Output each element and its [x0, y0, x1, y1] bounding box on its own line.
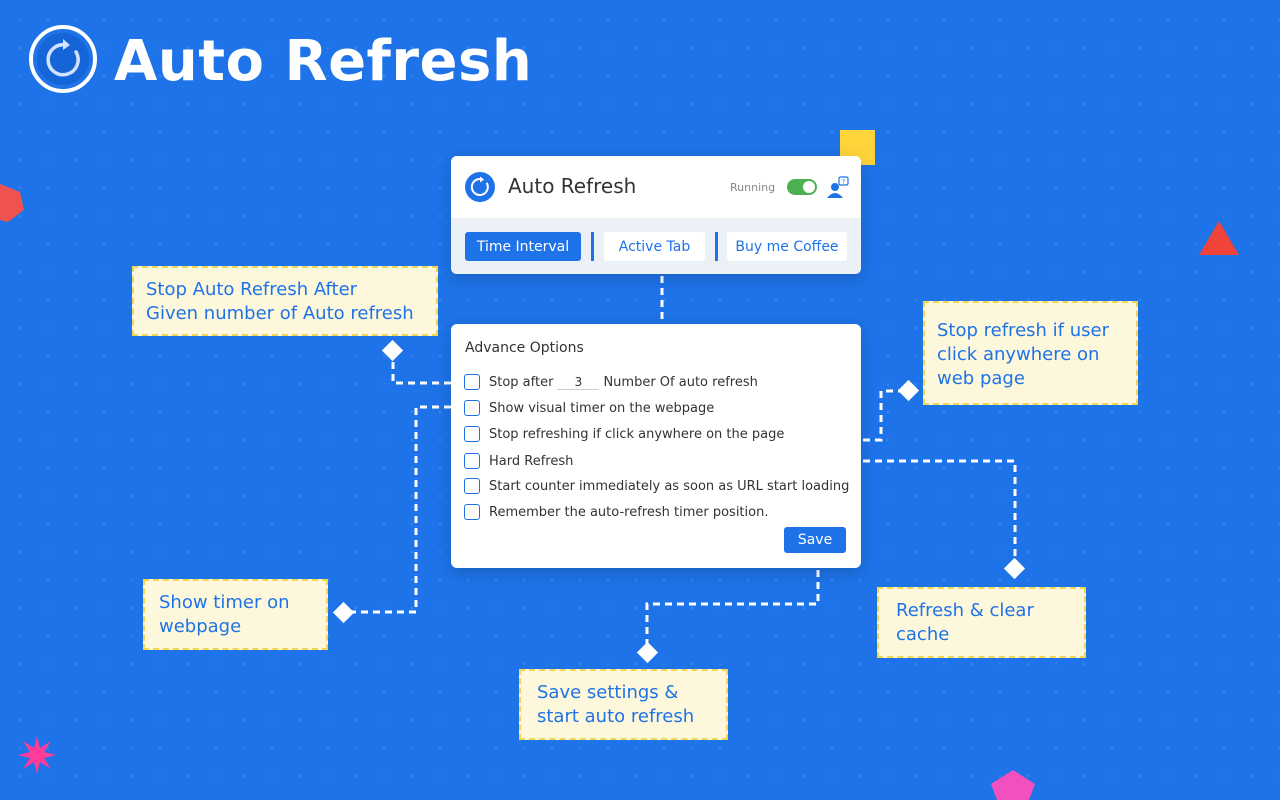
- popup-title: Auto Refresh: [508, 174, 637, 198]
- option-stop-after: Stop after Number Of auto refresh: [464, 372, 758, 392]
- decorative-star-pink: [18, 736, 56, 774]
- extension-popup: Auto Refresh Running ? Time Interval Act…: [451, 156, 861, 274]
- save-button[interactable]: Save: [784, 527, 846, 553]
- option-start-counter: Start counter immediately as soon as URL…: [464, 476, 849, 496]
- decorative-pentagon-pink: [991, 770, 1035, 800]
- tab-time-interval[interactable]: Time Interval: [465, 232, 581, 261]
- option-visual-timer: Show visual timer on the webpage: [464, 398, 714, 418]
- connector-diamond: [897, 379, 920, 402]
- refresh-icon: [465, 172, 495, 202]
- stop-after-count-input[interactable]: [557, 374, 600, 390]
- running-toggle[interactable]: [787, 179, 817, 195]
- option-stop-on-click: Stop refreshing if click anywhere on the…: [464, 424, 784, 444]
- callout-stop-after: Stop Auto Refresh After Given number of …: [132, 266, 438, 336]
- support-agent-icon[interactable]: ?: [825, 176, 849, 200]
- option-label: Stop refreshing if click anywhere on the…: [489, 426, 785, 442]
- callout-line: webpage: [159, 616, 242, 637]
- connector-diamond: [381, 339, 404, 362]
- svg-text:?: ?: [842, 178, 845, 186]
- option-label: Show visual timer on the webpage: [489, 400, 715, 416]
- checkbox-visual-timer[interactable]: [464, 400, 480, 416]
- connector-diamond: [636, 641, 659, 664]
- tab-buy-me-coffee[interactable]: Buy me Coffee: [727, 232, 847, 261]
- panel-title: Advance Options: [465, 340, 584, 356]
- checkbox-start-counter[interactable]: [464, 478, 480, 494]
- checkbox-stop-after[interactable]: [464, 374, 480, 390]
- option-label: Hard Refresh: [489, 453, 574, 469]
- callout-line: start auto refresh: [537, 706, 695, 727]
- callout-line: Show timer on: [159, 592, 290, 613]
- option-remember-position: Remember the auto-refresh timer position…: [464, 502, 768, 522]
- option-label: Remember the auto-refresh timer position…: [489, 504, 769, 520]
- callout-refresh-cache: Refresh & clear cache: [877, 587, 1086, 658]
- callout-line: web page: [937, 368, 1025, 389]
- callout-line: cache: [896, 624, 950, 645]
- option-label: Start counter immediately as soon as URL…: [489, 478, 850, 494]
- callout-line: Stop refresh if user: [937, 320, 1109, 341]
- toggle-knob: [803, 181, 815, 193]
- hero-title: Auto Refresh: [114, 29, 533, 94]
- connector-diamond: [1003, 557, 1026, 580]
- callout-line: Save settings &: [537, 682, 679, 703]
- advance-options-panel: Advance Options Stop after Number Of aut…: [451, 324, 861, 568]
- status-label: Running: [730, 181, 776, 194]
- popup-header: Auto Refresh Running ?: [451, 156, 861, 218]
- tab-separator: [715, 232, 718, 261]
- stop-after-prefix: Stop after: [489, 374, 554, 390]
- callout-line: Stop Auto Refresh After: [146, 279, 358, 300]
- option-hard-refresh: Hard Refresh: [464, 451, 573, 471]
- callout-show-timer: Show timer on webpage: [143, 579, 328, 650]
- callout-line: Given number of Auto refresh: [146, 303, 414, 324]
- tab-separator: [591, 232, 594, 261]
- decorative-pentagon-red: [0, 184, 24, 222]
- callout-stop-click: Stop refresh if user click anywhere on w…: [923, 301, 1138, 405]
- stop-after-suffix: Number Of auto refresh: [603, 374, 758, 390]
- callout-save-settings: Save settings & start auto refresh: [519, 669, 728, 740]
- callout-line: click anywhere on: [937, 344, 1100, 365]
- checkbox-remember-position[interactable]: [464, 504, 480, 520]
- tab-active-tab[interactable]: Active Tab: [604, 232, 705, 261]
- checkbox-stop-on-click[interactable]: [464, 426, 480, 442]
- refresh-logo-icon: [29, 25, 97, 93]
- checkbox-hard-refresh[interactable]: [464, 453, 480, 469]
- popup-tab-bar: Time Interval Active Tab Buy me Coffee: [451, 218, 861, 274]
- connector-diamond: [332, 601, 355, 624]
- decorative-triangle-red: [1199, 221, 1239, 255]
- callout-line: Refresh & clear: [896, 600, 1034, 621]
